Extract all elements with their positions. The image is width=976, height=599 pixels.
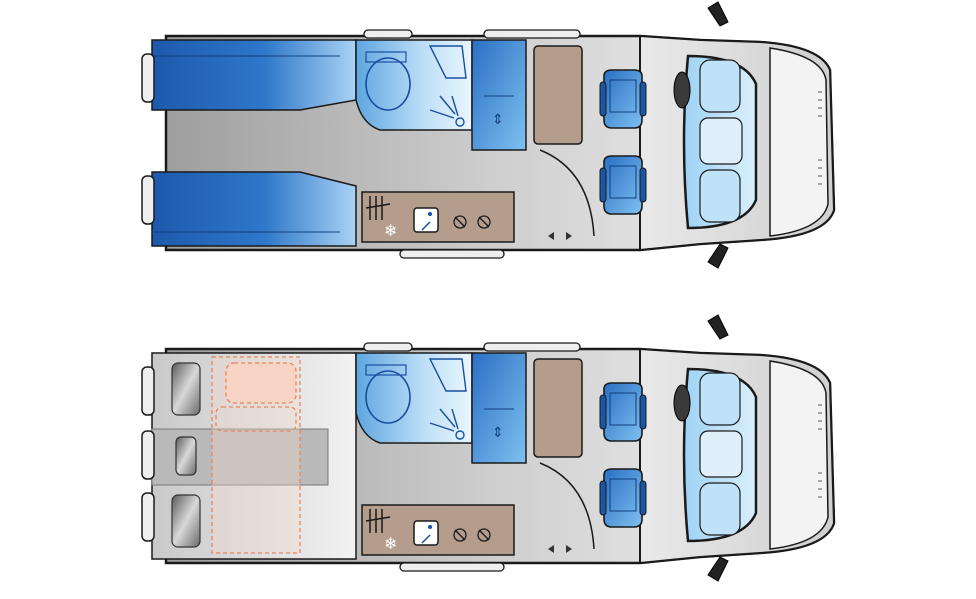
bonnet (769, 47, 829, 237)
hob-icon (453, 215, 491, 229)
grille (818, 91, 822, 185)
rear-wall-left (141, 53, 155, 103)
washroom (355, 39, 473, 131)
door-handle-top (363, 342, 413, 352)
steering-wheel-icon (673, 71, 691, 109)
extra-bed-highlight (211, 356, 301, 554)
heater-icon (365, 509, 391, 533)
rear-bed-right (151, 171, 357, 247)
svg-text:❄: ❄ (384, 534, 397, 553)
mirror-left (707, 1, 729, 27)
hob-icon (453, 528, 491, 542)
floor-contour (539, 149, 595, 237)
steering-wheel-icon (673, 384, 691, 422)
step-bottom (399, 562, 505, 572)
mirror-right (707, 556, 729, 582)
svg-text:⇕: ⇕ (492, 425, 504, 441)
pillow-right (171, 494, 201, 548)
wardrobe (471, 352, 527, 464)
sink-icon (413, 520, 439, 546)
arrow-left-icon (548, 545, 554, 553)
snowflake-icon: ❄ (384, 534, 397, 553)
shower-icon (429, 408, 465, 440)
bonnet (769, 360, 829, 550)
washroom (355, 352, 473, 444)
toilet-icon (365, 51, 411, 111)
floor-plan-night: ⇕ ❄ (141, 314, 836, 582)
pillow-left (171, 362, 201, 416)
rear-wall-mid (141, 430, 155, 480)
arrow-right-icon (566, 232, 572, 240)
mirror-right (707, 243, 729, 269)
step-bottom (399, 249, 505, 259)
dashboard (699, 59, 743, 223)
door-handle-top-2 (483, 342, 581, 352)
dashboard (699, 372, 743, 536)
floor-contour (539, 462, 595, 550)
cab-seat-passenger (599, 468, 647, 528)
rear-bed-left (151, 39, 357, 111)
arrow-right-icon (566, 545, 572, 553)
shower-icon (429, 95, 465, 127)
storage-cabinet (533, 45, 583, 145)
svg-text:⇕: ⇕ (492, 112, 504, 128)
arrow-left-icon (548, 232, 554, 240)
storage-cabinet (533, 358, 583, 458)
cab-seat-driver (599, 69, 647, 129)
toilet-icon (365, 364, 411, 424)
door-handle-top (363, 29, 413, 39)
mirror-left (707, 314, 729, 340)
rear-wall-right (141, 175, 155, 225)
heater-icon (365, 196, 391, 220)
cab-seat-passenger (599, 155, 647, 215)
floor-plan-day: ⇕ ❄ (141, 1, 836, 269)
pillow-middle (175, 436, 197, 476)
rear-wall-right (141, 492, 155, 542)
svg-text:❄: ❄ (384, 221, 397, 240)
sink-icon (413, 207, 439, 233)
sink-icon (428, 358, 467, 392)
snowflake-icon: ❄ (384, 221, 397, 240)
door-handle-top-2 (483, 29, 581, 39)
sink-icon (428, 45, 467, 79)
rear-wall-left (141, 366, 155, 416)
grille (818, 404, 822, 498)
cab-seat-driver (599, 382, 647, 442)
wardrobe (471, 39, 527, 151)
